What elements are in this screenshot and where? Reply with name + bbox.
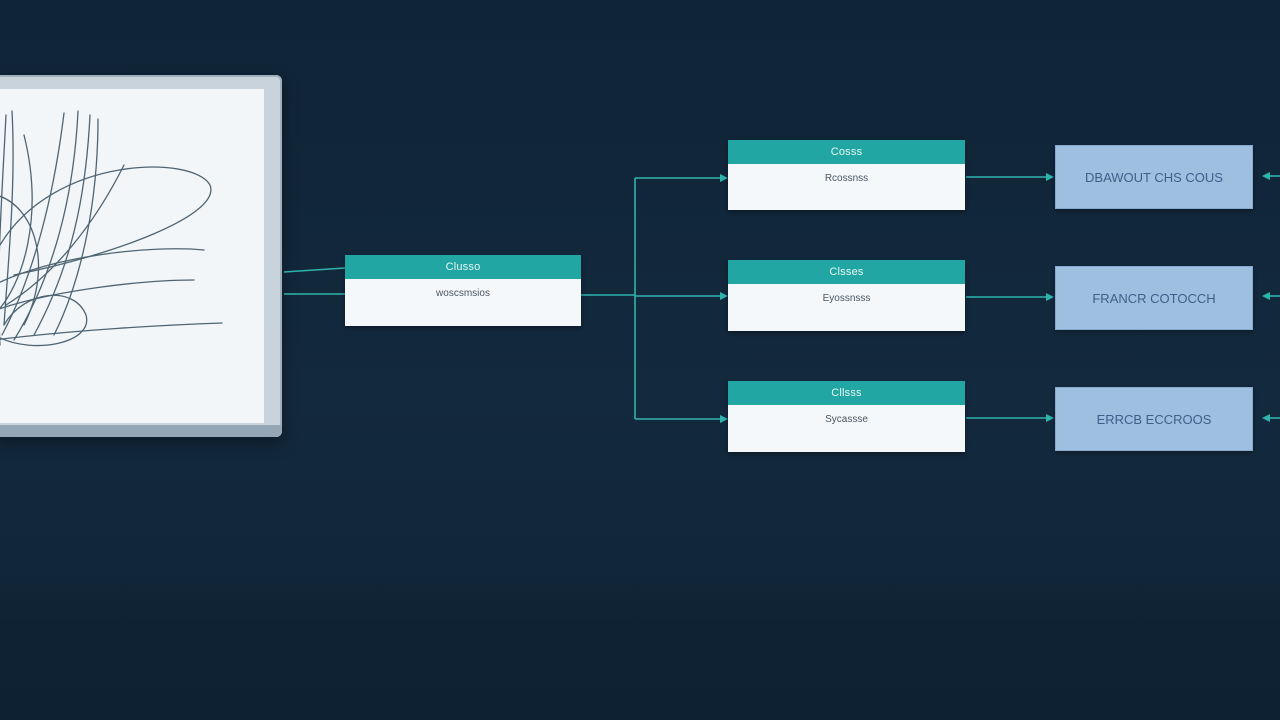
source-node-header: Clusso xyxy=(345,255,581,279)
branch-node-2[interactable]: Clsses Eyossnsss xyxy=(728,260,965,331)
output-box-2[interactable]: FRANCR COTOCCH xyxy=(1055,266,1253,330)
branch-node-body: Sycassse xyxy=(825,414,868,425)
branch-node-3[interactable]: Cllsss Sycassse xyxy=(728,381,965,452)
whiteboard-tray xyxy=(0,425,282,437)
whiteboard-surface xyxy=(0,89,264,423)
scribble-drawing xyxy=(0,110,223,428)
branch-node-header: Cosss xyxy=(728,140,965,164)
source-node-body: woscsmsios xyxy=(436,288,490,299)
branch-node-header: Clsses xyxy=(728,260,965,284)
whiteboard xyxy=(0,75,282,437)
branch-node-1[interactable]: Cosss Rcossnss xyxy=(728,140,965,210)
branch-node-body: Eyossnsss xyxy=(822,293,871,304)
background-band xyxy=(0,560,1280,720)
branch-node-body: Rcossnss xyxy=(824,173,869,184)
branch-node-header: Cllsss xyxy=(728,381,965,405)
source-node[interactable]: Clusso woscsmsios xyxy=(345,255,581,326)
output-box-3[interactable]: ERRCB ECCROOS xyxy=(1055,387,1253,451)
output-box-1[interactable]: DBAWOUT CHS COUS xyxy=(1055,145,1253,209)
